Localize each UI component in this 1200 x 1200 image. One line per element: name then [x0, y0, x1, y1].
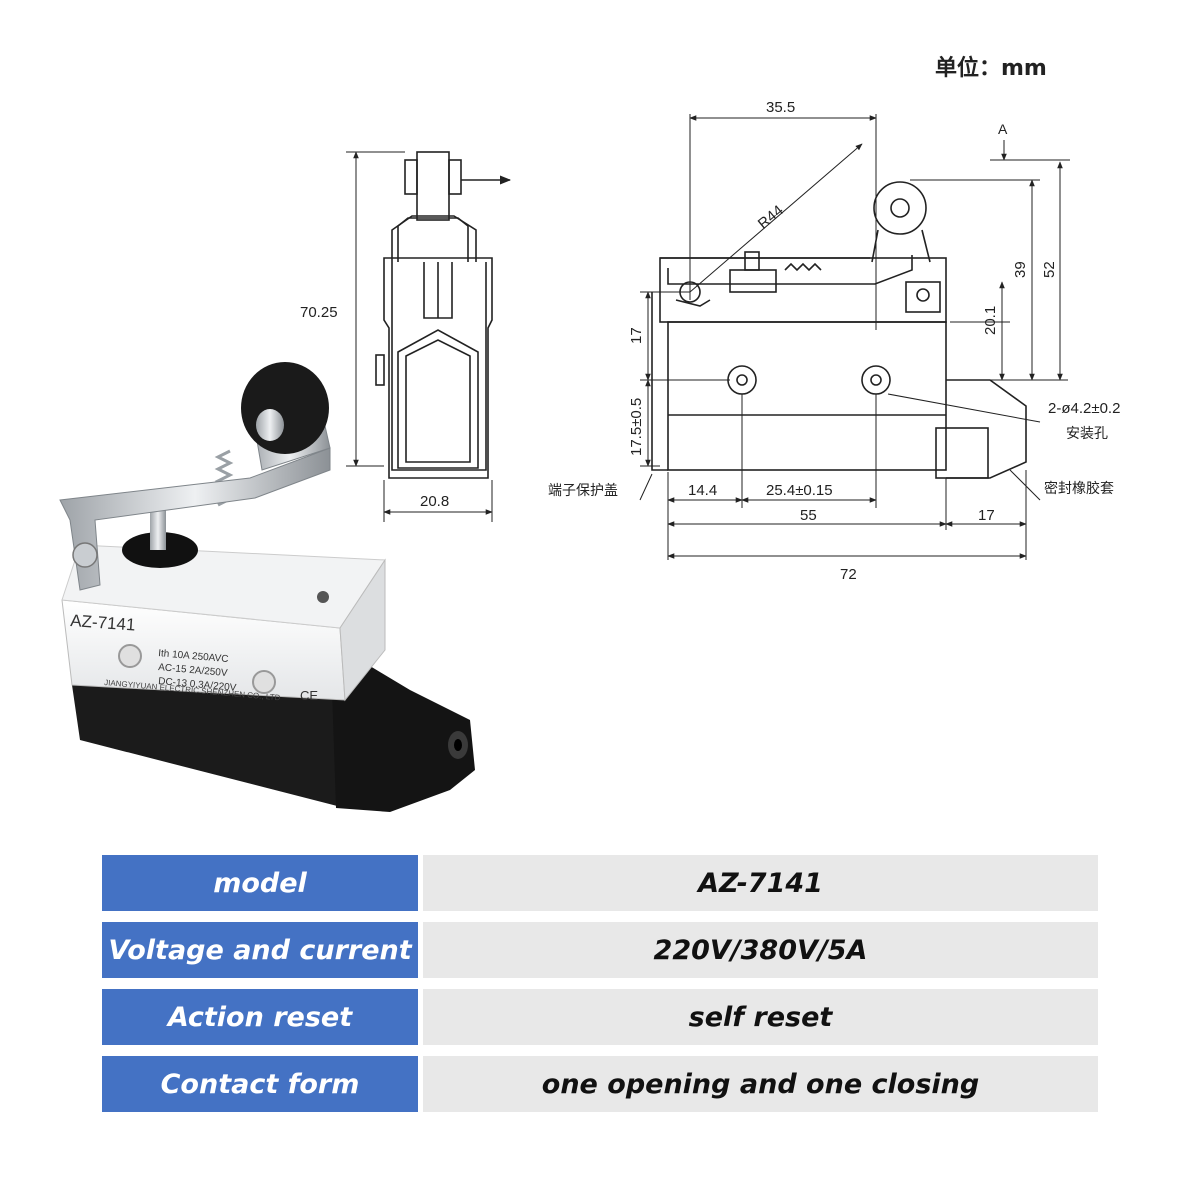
front-view — [375, 151, 512, 479]
hole-label: 安装孔 — [1066, 426, 1108, 442]
spec-value: one opening and one closing — [423, 1056, 1098, 1112]
side-view — [651, 181, 1027, 479]
spec-value: 220V/380V/5A — [423, 922, 1098, 978]
dim-70-25: 70.25 — [300, 304, 338, 321]
spec-row-reset: Action reset self reset — [102, 989, 1098, 1045]
dim-17-5: 17.5±0.5 — [628, 398, 645, 456]
a-mark: A — [998, 121, 1008, 137]
spec-key: model — [102, 855, 418, 911]
dim-39: 39 — [1012, 261, 1029, 278]
spec-key: Action reset — [102, 989, 418, 1045]
ce-mark: CE — [300, 688, 318, 703]
spec-value: AZ-7141 — [423, 855, 1098, 911]
spec-table: model AZ-7141 Voltage and current 220V/3… — [102, 855, 1098, 1123]
dim-r44: R44 — [755, 202, 787, 233]
dim-20-1: 20.1 — [982, 306, 999, 335]
cover-label: 端子保护盖 — [548, 483, 618, 499]
dim-25-4: 25.4±0.15 — [766, 482, 833, 499]
product-model-print: AZ-7141 — [70, 611, 136, 635]
spec-row-model: model AZ-7141 — [102, 855, 1098, 911]
dim-14-4: 14.4 — [688, 482, 717, 499]
dim-17-bottom: 17 — [978, 507, 995, 524]
dim-35-5: 35.5 — [766, 99, 795, 116]
spec-value: self reset — [423, 989, 1098, 1045]
dim-72: 72 — [840, 566, 857, 583]
spec-row-voltage: Voltage and current 220V/380V/5A — [102, 922, 1098, 978]
dim-52: 52 — [1041, 261, 1058, 278]
product-illustration — [59, 362, 475, 812]
dim-17-left: 17 — [628, 327, 645, 344]
dim-20-8: 20.8 — [420, 493, 449, 510]
front-view-dimensions — [346, 151, 493, 522]
side-view-dimensions — [639, 114, 1070, 560]
unit-label: 单位：mm — [935, 56, 1047, 81]
spec-key: Voltage and current — [102, 922, 418, 978]
spec-key: Contact form — [102, 1056, 418, 1112]
hole-spec: 2-ø4.2±0.2 — [1048, 400, 1120, 417]
seal-label: 密封橡胶套 — [1044, 480, 1114, 497]
dim-55: 55 — [800, 507, 817, 524]
spec-row-contact: Contact form one opening and one closing — [102, 1056, 1098, 1112]
technical-drawing: 70.25 20.8 — [59, 99, 1120, 812]
